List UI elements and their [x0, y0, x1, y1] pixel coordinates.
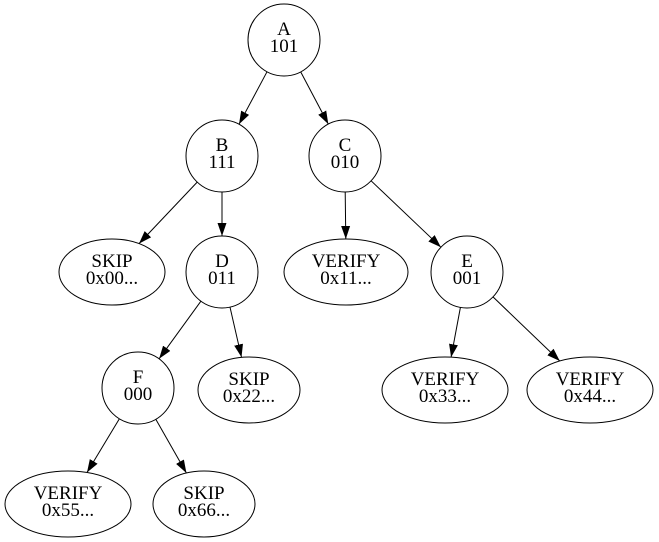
node-skip00-label-line2: 0x00...: [86, 268, 138, 289]
node-skip66-label-line2: 0x66...: [178, 500, 230, 521]
node-A-label-line1: A: [277, 19, 291, 40]
node-D-shape: [185, 235, 259, 309]
node-verify11: VERIFY 0x11...: [283, 238, 409, 306]
node-B-label-line1: B: [216, 135, 229, 156]
node-verify11-label-line1: VERIFY: [312, 251, 381, 272]
node-F-shape: [101, 351, 175, 425]
node-C-label-line2: 010: [331, 152, 360, 173]
node-F-label-line2: 000: [124, 384, 153, 405]
node-A: A 101: [247, 3, 321, 77]
node-A-shape: [247, 3, 321, 77]
node-verify55-label-line2: 0x55...: [42, 500, 94, 521]
node-E-label-line1: E: [461, 251, 473, 272]
node-verify44-label-line2: 0x44...: [564, 386, 616, 407]
node-C: C 010: [308, 119, 382, 193]
node-skip00-shape: [58, 238, 166, 306]
edge-F-verify55: [86, 418, 120, 473]
node-E: E 001: [430, 235, 504, 309]
node-verify44: VERIFY 0x44...: [526, 356, 654, 424]
node-skip66-shape: [152, 470, 256, 538]
node-verify55-label-line1: VERIFY: [34, 483, 103, 504]
node-skip66-label-line1: SKIP: [183, 483, 224, 504]
node-verify11-shape: [283, 238, 409, 306]
node-E-label-line2: 001: [453, 268, 482, 289]
node-D: D 011: [185, 235, 259, 309]
edge-B-skip00: [138, 181, 198, 244]
edge-A-B: [238, 71, 268, 125]
node-B-shape: [185, 119, 259, 193]
node-C-shape: [308, 119, 382, 193]
edge-E-verify33: [449, 307, 461, 358]
node-B-label-line2: 111: [208, 152, 235, 173]
edges-group: [86, 71, 561, 474]
node-F: F 000: [101, 351, 175, 425]
node-skip22: SKIP 0x22...: [197, 356, 301, 424]
node-verify55: VERIFY 0x55...: [4, 470, 132, 538]
node-D-label-line1: D: [215, 251, 229, 272]
node-D-label-line2: 011: [208, 268, 236, 289]
node-F-label-line1: F: [133, 367, 144, 388]
edge-F-skip66: [155, 419, 187, 474]
node-skip22-label-line2: 0x22...: [223, 386, 275, 407]
node-verify44-label-line1: VERIFY: [556, 369, 625, 390]
node-skip22-shape: [197, 356, 301, 424]
node-skip00-label-line1: SKIP: [91, 251, 132, 272]
node-B: B 111: [185, 119, 259, 193]
node-C-label-line1: C: [339, 135, 352, 156]
node-verify33-label-line2: 0x33...: [419, 386, 471, 407]
edge-C-E: [370, 180, 442, 248]
edge-D-skip22: [229, 306, 243, 358]
node-verify33: VERIFY 0x33...: [381, 356, 509, 424]
nodes-group: A 101 B 111 C 010 SKIP 0x00... D: [4, 3, 654, 538]
edge-C-verify11: [341, 191, 351, 240]
node-verify11-label-line2: 0x11...: [320, 268, 372, 289]
edge-A-C: [300, 71, 329, 125]
edge-E-verify44: [492, 296, 561, 362]
node-verify55-shape: [4, 470, 132, 538]
node-skip22-label-line1: SKIP: [228, 369, 269, 390]
node-A-label-line2: 101: [270, 36, 299, 57]
edge-D-F: [158, 300, 202, 360]
node-verify33-label-line1: VERIFY: [411, 369, 480, 390]
node-skip00: SKIP 0x00...: [58, 238, 166, 306]
node-E-shape: [430, 235, 504, 309]
node-verify33-shape: [381, 356, 509, 424]
node-skip66: SKIP 0x66...: [152, 470, 256, 538]
node-verify44-shape: [526, 356, 654, 424]
